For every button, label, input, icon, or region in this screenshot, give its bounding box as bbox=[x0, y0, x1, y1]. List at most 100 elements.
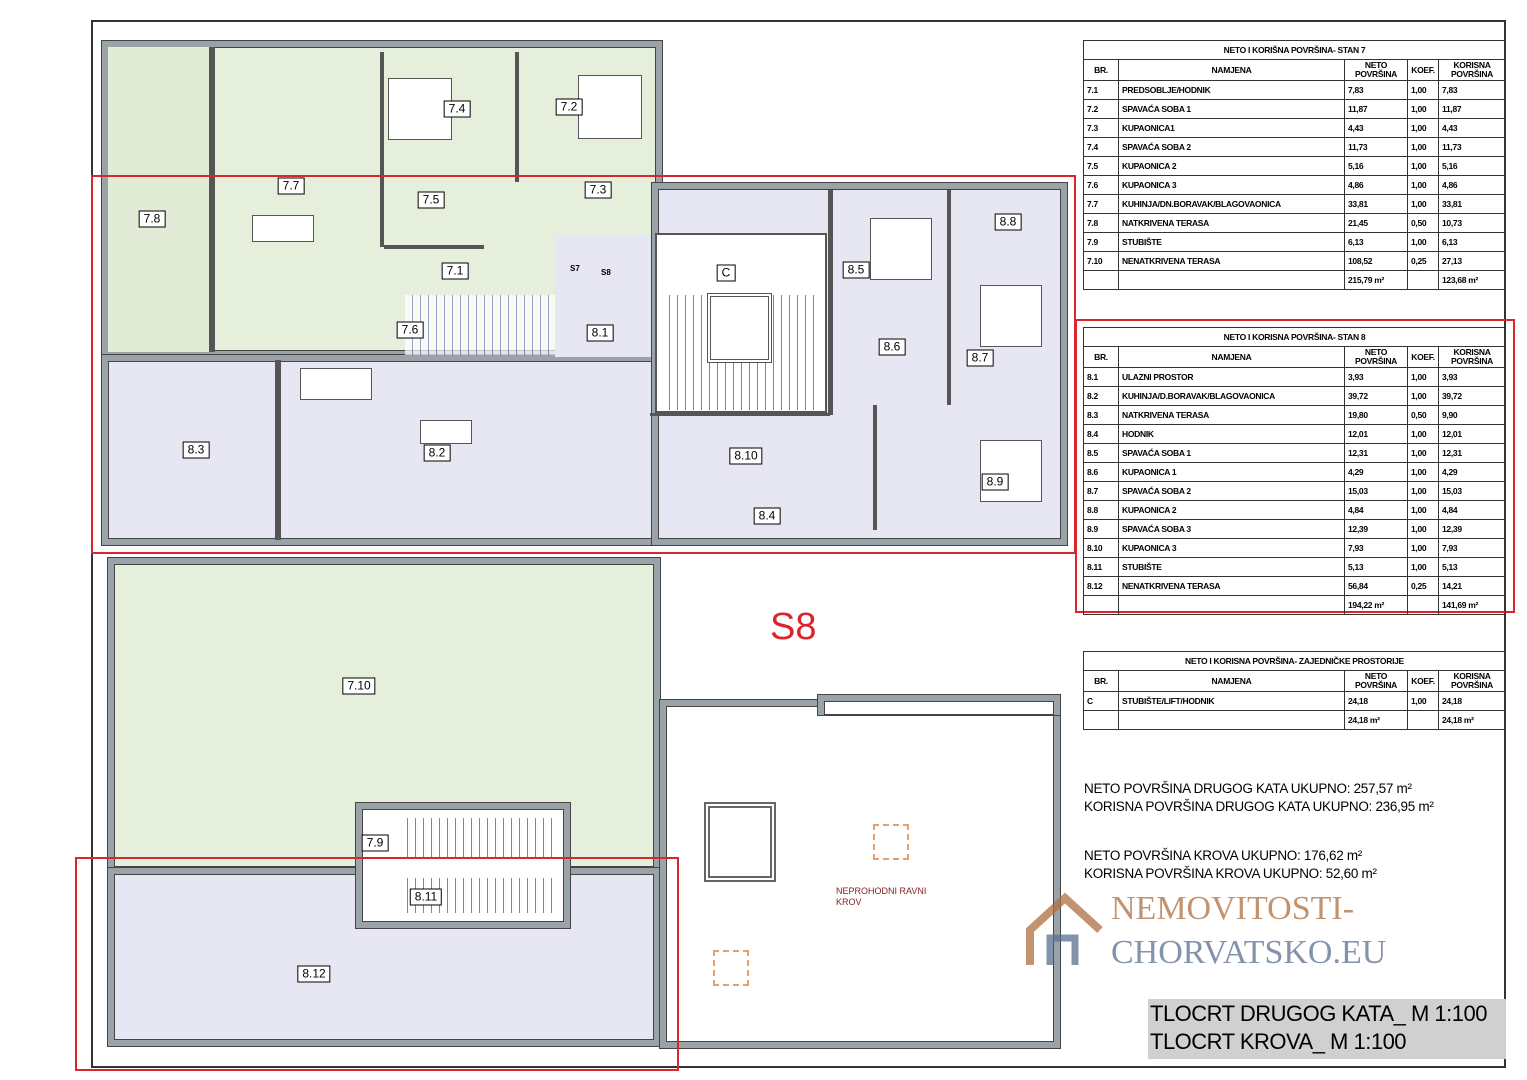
table-title-row: NETO I KORIŠNA POVRŠINA- STAN 7 bbox=[1083, 40, 1506, 60]
table-cell: 215,79 m² bbox=[1344, 270, 1408, 290]
table-cell: 24,18 m² bbox=[1438, 710, 1506, 730]
table-cell: 8.5 bbox=[1083, 443, 1119, 463]
highlight-apartment-8-roof bbox=[75, 857, 679, 1071]
highlight-apartment-8-floor bbox=[91, 175, 1076, 554]
table-cell: 11,73 bbox=[1438, 137, 1506, 157]
table-cell: 15,03 bbox=[1438, 481, 1506, 501]
unit-label: S8 bbox=[770, 606, 817, 648]
lift-shaft bbox=[707, 293, 772, 363]
table-cell: 14,21 bbox=[1438, 576, 1506, 596]
table-cell: 4,84 bbox=[1438, 500, 1506, 520]
table-cell: 7.5 bbox=[1083, 156, 1119, 176]
room-label: 7.6 bbox=[396, 321, 424, 339]
floor-totals: NETO POVRŠINA DRUGOG KATA UKUPNO: 257,57… bbox=[1084, 781, 1434, 881]
table-cell: 4,29 bbox=[1438, 462, 1506, 482]
table-cell: 8.9 bbox=[1083, 519, 1119, 539]
table-cell: NAMJENA bbox=[1118, 346, 1345, 368]
table-cell: PREDSOBLJE/HODNIK bbox=[1118, 80, 1345, 100]
room-label: 8.7 bbox=[966, 349, 994, 367]
table-cell: 0,50 bbox=[1407, 405, 1439, 425]
table-cell: KUHINJA/DN.BORAVAK/BLAGOVAONICA bbox=[1118, 194, 1345, 214]
table-cell: NENATKRIVENA TERASA bbox=[1118, 576, 1345, 596]
table-cell: 8.6 bbox=[1083, 462, 1119, 482]
table-cell: KUHINJA/D.BORAVAK/BLAGOVAONICA bbox=[1118, 386, 1345, 406]
table-cell: 5,16 bbox=[1438, 156, 1506, 176]
table-cell: 12,01 bbox=[1344, 424, 1408, 444]
table-cell: 1,00 bbox=[1407, 118, 1439, 138]
table-cell: 7.8 bbox=[1083, 213, 1119, 233]
table-cell: NAMJENA bbox=[1118, 670, 1345, 692]
table-cell: 1,00 bbox=[1407, 367, 1439, 387]
room-label: 8.3 bbox=[182, 441, 210, 459]
table-cell: 4,84 bbox=[1344, 500, 1408, 520]
room-label: 8.5 bbox=[842, 261, 870, 279]
table-cell: BR. bbox=[1083, 59, 1119, 81]
table-cell: STUBIŠTE/LIFT/HODNIK bbox=[1118, 691, 1345, 711]
table-cell bbox=[1118, 595, 1345, 615]
stairs-7 bbox=[405, 295, 555, 355]
table-cell bbox=[1407, 595, 1439, 615]
table-cell: KOEF. bbox=[1407, 346, 1439, 368]
room-label: C bbox=[716, 264, 736, 282]
table-cell: 7,83 bbox=[1438, 80, 1506, 100]
table-cell: 4,86 bbox=[1344, 175, 1408, 195]
room-label: 8.8 bbox=[994, 213, 1022, 231]
watermark: NEMOVITOSTI- CHORVATSKO.EU bbox=[1025, 890, 1386, 975]
table-cell: SPAVAĆA SOBA 3 bbox=[1118, 519, 1345, 539]
room-label: 7.7 bbox=[277, 177, 305, 195]
table-cell: NATKRIVENA TERASA bbox=[1118, 213, 1345, 233]
table-cell: 1,00 bbox=[1407, 462, 1439, 482]
table-cell: 12,31 bbox=[1344, 443, 1408, 463]
table-cell: NETO POVRŠINA bbox=[1344, 346, 1408, 368]
table-cell: NETO I KORIŠNA POVRŠINA- STAN 7 bbox=[1083, 40, 1506, 60]
table-cell: 3,93 bbox=[1344, 367, 1408, 387]
table-cell: NENATKRIVENA TERASA bbox=[1118, 251, 1345, 271]
table-cell: STUBIŠTE bbox=[1118, 557, 1345, 577]
table-cell: 1,00 bbox=[1407, 424, 1439, 444]
room-label: 8.2 bbox=[423, 444, 451, 462]
table-cell: KORISNA POVRŠINA bbox=[1438, 346, 1506, 368]
table-cell: 0,25 bbox=[1407, 251, 1439, 271]
table-cell: 1,00 bbox=[1407, 500, 1439, 520]
table-cell: 1,00 bbox=[1407, 232, 1439, 252]
table-cell: 7,83 bbox=[1344, 80, 1408, 100]
table-cell: 12,01 bbox=[1438, 424, 1506, 444]
table-cell: 33,81 bbox=[1344, 194, 1408, 214]
table-cell: KORISNA POVRŠINA bbox=[1438, 59, 1506, 81]
terrace-7-8 bbox=[108, 47, 210, 352]
table-cell: 8.11 bbox=[1083, 557, 1119, 577]
table-cell: 6,13 bbox=[1438, 232, 1506, 252]
room-label: 7.1 bbox=[441, 262, 469, 280]
table-cell: 11,73 bbox=[1344, 137, 1408, 157]
table-title-row: NETO I KORISNA POVRŠINA- STAN 8 bbox=[1083, 327, 1506, 347]
table-cell: 1,00 bbox=[1407, 481, 1439, 501]
table-cell: 11,87 bbox=[1438, 99, 1506, 119]
table-cell: 12,39 bbox=[1438, 519, 1506, 539]
room-label: 7.4 bbox=[443, 100, 471, 118]
table-title-row: NETO I KORISNA POVRŠINA- ZAJEDNIČKE PROS… bbox=[1083, 651, 1506, 671]
table-cell: 7,93 bbox=[1438, 538, 1506, 558]
table-cell: KUPAONICA 3 bbox=[1118, 538, 1345, 558]
table-cell: 7.3 bbox=[1083, 118, 1119, 138]
table-cell bbox=[1083, 270, 1119, 290]
table-cell: 7.2 bbox=[1083, 99, 1119, 119]
table-cell: 4,86 bbox=[1438, 175, 1506, 195]
room-label: 8.4 bbox=[753, 507, 781, 525]
table-cell: 7,93 bbox=[1344, 538, 1408, 558]
table-cell: 7.7 bbox=[1083, 194, 1119, 214]
